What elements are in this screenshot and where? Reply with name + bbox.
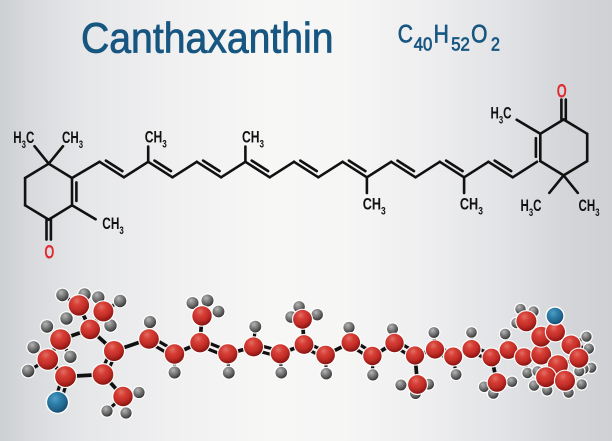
svg-text:O: O xyxy=(557,81,567,102)
svg-text:CH3: CH3 xyxy=(62,129,83,151)
svg-text:O: O xyxy=(471,21,487,49)
svg-text:H: H xyxy=(434,21,449,49)
svg-text:CH3: CH3 xyxy=(102,215,123,237)
svg-text:H3C: H3C xyxy=(491,105,512,127)
svg-text:O: O xyxy=(44,243,54,264)
svg-text:40: 40 xyxy=(414,34,433,54)
svg-text:2: 2 xyxy=(491,34,500,54)
svg-text:CH3: CH3 xyxy=(460,196,483,218)
svg-text:CH3: CH3 xyxy=(579,197,600,219)
svg-text:C: C xyxy=(398,21,413,49)
svg-text:52: 52 xyxy=(451,34,470,54)
svg-text:CH3: CH3 xyxy=(363,196,386,218)
svg-text:H3C: H3C xyxy=(521,197,542,219)
svg-text:Canthaxanthin: Canthaxanthin xyxy=(81,14,334,62)
svg-text:H3C: H3C xyxy=(13,129,34,151)
svg-text:CH3: CH3 xyxy=(242,129,264,151)
svg-text:CH3: CH3 xyxy=(145,129,167,151)
